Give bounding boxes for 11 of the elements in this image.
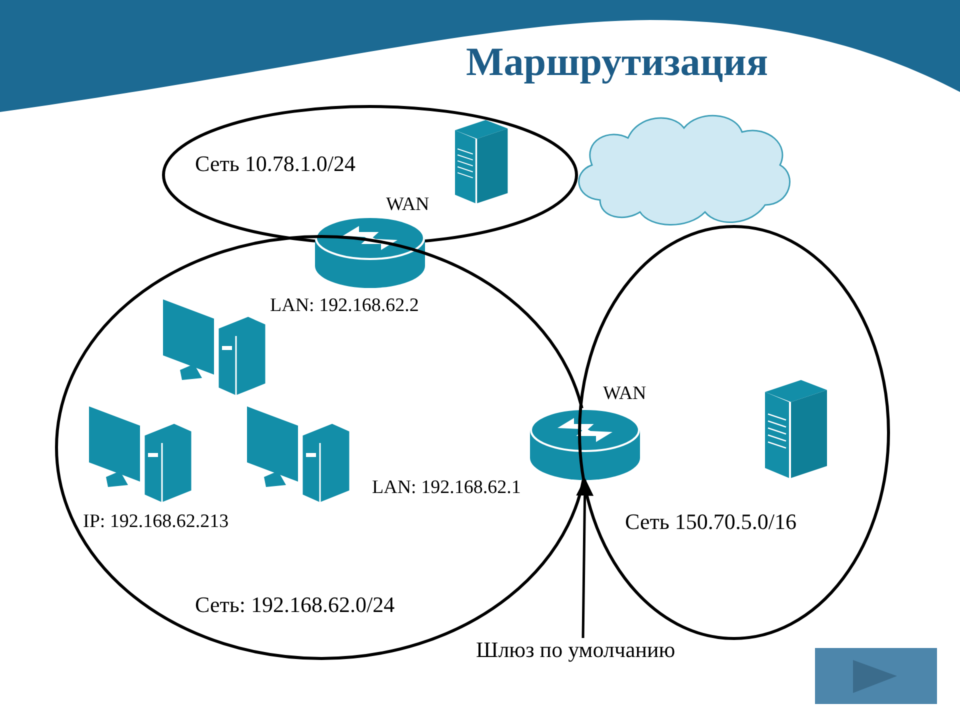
port-label: LAN: 192.168.62.1 xyxy=(372,478,521,499)
network-label: Сеть 10.78.1.0/24 xyxy=(195,152,356,176)
port-label: LAN: 192.168.62.2 xyxy=(270,296,419,317)
network-label: Сеть 150.70.5.0/16 xyxy=(625,510,796,534)
network-label: Сеть: 192.168.62.0/24 xyxy=(195,593,395,618)
address-label: WAN xyxy=(603,384,646,405)
arrow xyxy=(576,478,594,638)
title: Маршрутизация xyxy=(466,38,768,85)
address-label: WAN xyxy=(386,195,430,216)
address-label: IP: 192.168.62.213 xyxy=(83,512,229,533)
annotation-label: Шлюз по умолчанию xyxy=(476,638,676,662)
